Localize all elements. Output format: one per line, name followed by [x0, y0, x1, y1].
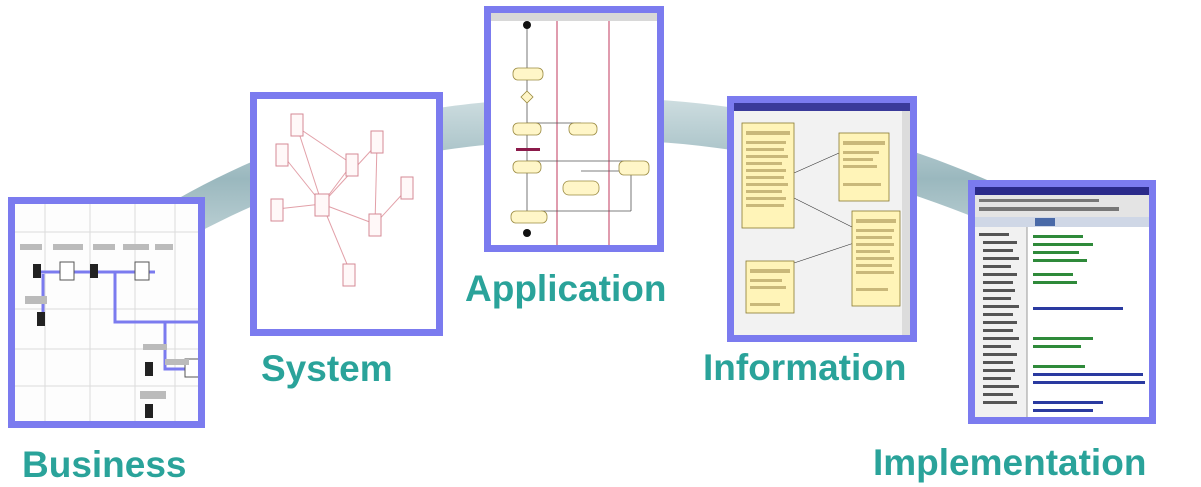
information-diagram-frame [727, 96, 917, 342]
business-process-thumbnail [15, 204, 198, 421]
application-diagram-frame [484, 6, 664, 252]
implementation-code-frame [968, 180, 1156, 424]
business-label: Business [22, 444, 187, 485]
class-diagram-thumbnail [734, 103, 910, 335]
application-label: Application [465, 268, 667, 309]
activity-diagram-thumbnail [491, 13, 657, 245]
system-label: System [261, 348, 393, 389]
system-component-thumbnail [257, 99, 436, 329]
system-diagram-frame [250, 92, 443, 336]
code-editor-thumbnail [975, 187, 1149, 417]
implementation-label: Implementation [873, 442, 1147, 483]
information-label: Information [703, 347, 907, 388]
business-diagram-frame [8, 197, 205, 428]
